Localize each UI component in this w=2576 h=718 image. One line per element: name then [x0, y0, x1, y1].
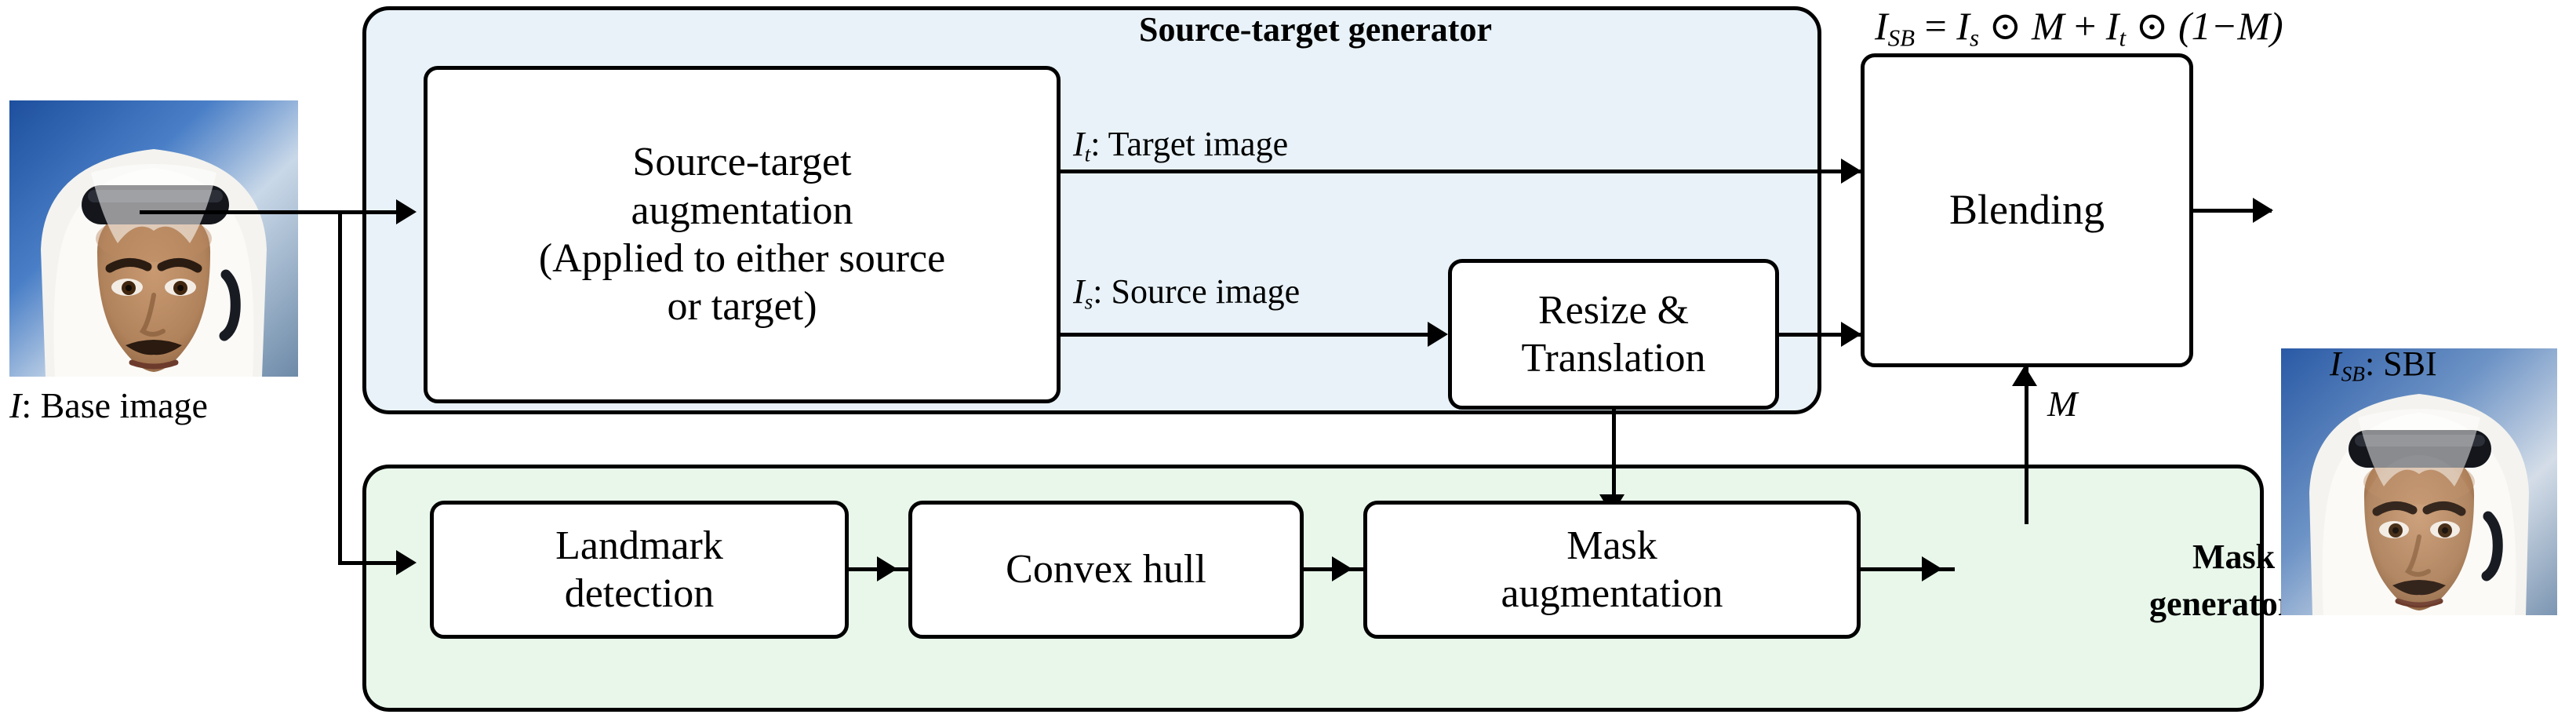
base-image-caption: I: Base image [9, 385, 208, 426]
base-image-photo [9, 100, 298, 377]
source-target-generator-title: Source-target generator [1139, 10, 1492, 49]
input-to-landmark-line [338, 561, 402, 565]
base-image-caption-var: I [9, 385, 22, 425]
equation-term3-var: I [2105, 4, 2119, 48]
base-image-caption-text: : Base image [21, 385, 208, 425]
mask-edge-label: M [2047, 384, 2078, 424]
augmentation-line2: augmentation [631, 188, 853, 233]
source-image-label-var: I [1073, 272, 1085, 311]
input-branch-vline [338, 210, 342, 563]
mask-to-blending-arrow [2012, 366, 2037, 386]
sbi-output-photo [2281, 348, 2557, 615]
augmentation-line3: (Applied to either source [538, 236, 946, 281]
resize-to-blending-line [1779, 333, 1861, 337]
blending-to-output-line [2193, 209, 2272, 213]
target-image-label-text: : Target image [1090, 125, 1289, 163]
equation-op1: ⊙ [1979, 4, 2032, 48]
convexhull-to-maskaug-arrow [1332, 556, 1352, 581]
input-to-augmentation-arrow [396, 199, 417, 224]
mask-generator-title-line1: Mask [2192, 538, 2276, 576]
landmark-to-convexhull-arrow [877, 556, 897, 581]
maskaug-line1: Mask [1566, 523, 1657, 568]
sbi-output-caption: ISB: SBI [2330, 344, 2437, 386]
sbi-output-caption-var: I [2330, 344, 2341, 383]
equation-term1-sub: s [1969, 24, 1980, 52]
sbi-output-caption-sub: SB [2341, 362, 2365, 386]
sbi-output-caption-text: : SBI [2364, 344, 2437, 383]
resize-translation-box[interactable]: Resize & Translation [1448, 259, 1779, 410]
equation-op2: ⊙ [2126, 4, 2178, 48]
blending-box[interactable]: Blending [1861, 53, 2193, 367]
equation-lhs-sub: SB [1887, 24, 1916, 52]
mask-to-blending-vline [2025, 367, 2028, 524]
blending-equation: ISB = Is ⊙ M + It ⊙ (1−M) [1875, 4, 2283, 50]
mask-generator-title-line2: generator [2149, 585, 2294, 623]
input-branch-hline [140, 210, 342, 214]
mask-augmentation-box[interactable]: Mask augmentation [1363, 501, 1861, 639]
source-image-label-text: : Source image [1093, 272, 1301, 311]
input-to-augmentation-line [338, 210, 402, 214]
resize-to-blending-arrow [1841, 322, 1861, 347]
landmark-line2: detection [564, 571, 715, 616]
source-image-label-sub: s [1084, 290, 1093, 314]
source-image-label: Is: Source image [1073, 272, 1301, 314]
target-image-label: It: Target image [1073, 125, 1289, 166]
maskaug-line2: augmentation [1501, 571, 1723, 616]
target-image-label-sub: t [1084, 142, 1091, 166]
equation-term2: M [2031, 4, 2065, 48]
blending-to-output-arrow [2253, 198, 2273, 223]
source-image-line [1061, 333, 1439, 337]
landmark-detection-box[interactable]: Landmark detection [430, 501, 849, 639]
equation-eq: = [1915, 4, 1957, 48]
source-target-augmentation-box[interactable]: Source-target augmentation (Applied to e… [424, 66, 1061, 403]
maskaug-to-maskimage-line [1861, 567, 1955, 571]
blending-label: Blending [1949, 186, 2105, 234]
landmark-line1: Landmark [555, 523, 723, 568]
equation-plus: + [2064, 4, 2106, 48]
target-image-line [1061, 169, 1861, 173]
equation-term1-var: I [1956, 4, 1970, 48]
maskaug-to-maskimage-arrow [1922, 556, 1942, 581]
source-image-arrow [1428, 322, 1448, 347]
target-image-label-var: I [1073, 125, 1085, 163]
resize-line2: Translation [1521, 336, 1706, 381]
convex-hull-box[interactable]: Convex hull [908, 501, 1304, 639]
equation-term3-sub: t [2119, 24, 2127, 52]
resize-line1: Resize & [1537, 287, 1690, 333]
equation-lhs-var: I [1875, 4, 1888, 48]
convexhull-label: Convex hull [1006, 547, 1206, 592]
augmentation-line4: or target) [667, 284, 817, 330]
augmentation-line1: Source-target [632, 140, 852, 185]
resize-to-maskaug-vline [1612, 410, 1616, 504]
input-to-landmark-arrow [396, 550, 417, 575]
target-image-arrow [1841, 159, 1861, 184]
equation-term4: (1−M) [2178, 4, 2283, 48]
